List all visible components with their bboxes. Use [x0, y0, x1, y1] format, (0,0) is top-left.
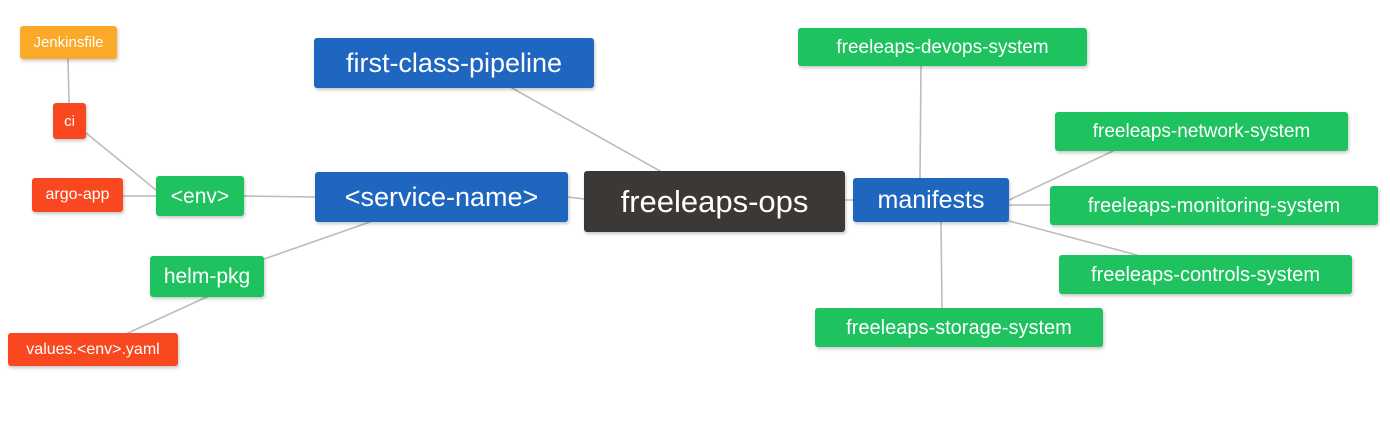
edge-manifests-to-freeleaps-devops-system [919, 65, 922, 179]
edge-service-name-to-helm-pkg [263, 221, 371, 260]
node-freeleaps-network-system[interactable]: freeleaps-network-system [1055, 112, 1348, 151]
node-env[interactable]: <env> [156, 176, 244, 216]
edge-jenkinsfile-to-ci [67, 58, 70, 104]
node-freeleaps-ops[interactable]: freeleaps-ops [584, 171, 845, 232]
node-label-freeleaps-controls-system: freeleaps-controls-system [1091, 263, 1320, 286]
node-label-freeleaps-storage-system: freeleaps-storage-system [846, 316, 1072, 339]
edge-env-to-service-name [243, 195, 316, 198]
node-freeleaps-controls-system[interactable]: freeleaps-controls-system [1059, 255, 1352, 294]
node-label-first-class-pipeline: first-class-pipeline [345, 47, 563, 78]
edge-manifests-to-freeleaps-controls-system [1008, 220, 1138, 256]
node-label-helm-pkg: helm-pkg [163, 265, 251, 288]
edge-manifests-to-freeleaps-storage-system [940, 221, 943, 309]
node-freeleaps-devops-system[interactable]: freeleaps-devops-system [798, 28, 1087, 66]
node-label-argo-app: argo-app [45, 186, 110, 203]
node-helm-pkg[interactable]: helm-pkg [150, 256, 264, 297]
node-label-env: <env> [170, 184, 230, 208]
node-label-freeleaps-ops: freeleaps-ops [620, 184, 809, 219]
node-label-jenkinsfile: Jenkinsfile [33, 34, 104, 51]
node-label-freeleaps-monitoring-system: freeleaps-monitoring-system [1087, 194, 1341, 217]
node-manifests[interactable]: manifests [853, 178, 1009, 222]
node-first-class-pipeline[interactable]: first-class-pipeline [314, 38, 594, 88]
node-jenkinsfile[interactable]: Jenkinsfile [20, 26, 117, 59]
node-freeleaps-monitoring-system[interactable]: freeleaps-monitoring-system [1050, 186, 1378, 225]
node-label-ci: ci [64, 112, 75, 130]
node-ci[interactable]: ci [53, 103, 86, 139]
node-label-values-env-yaml: values.<env>.yaml [26, 340, 160, 358]
node-freeleaps-storage-system[interactable]: freeleaps-storage-system [815, 308, 1103, 347]
node-label-freeleaps-devops-system: freeleaps-devops-system [836, 36, 1049, 58]
edge-service-name-to-freeleaps-ops [567, 196, 585, 200]
node-values-env-yaml[interactable]: values.<env>.yaml [8, 333, 178, 366]
node-argo-app[interactable]: argo-app [32, 178, 123, 212]
edge-first-class-pipeline-to-freeleaps-ops [511, 87, 661, 172]
node-label-freeleaps-network-system: freeleaps-network-system [1092, 121, 1311, 142]
node-label-manifests: manifests [877, 185, 985, 214]
node-service-name[interactable]: <service-name> [315, 172, 568, 222]
node-label-service-name: <service-name> [344, 181, 539, 212]
